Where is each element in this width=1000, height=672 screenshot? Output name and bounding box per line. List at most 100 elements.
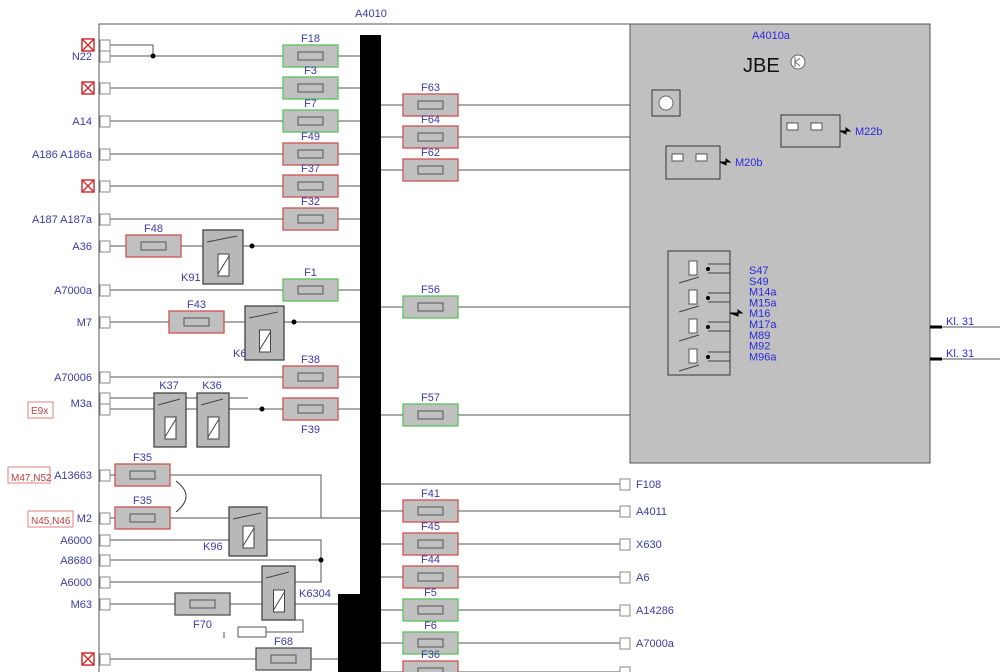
fuse-f44[interactable]: F44 <box>402 554 459 589</box>
connector-pin[interactable] <box>99 82 111 95</box>
reference-tag-label: M47,N52 <box>11 473 52 484</box>
relay-pair-0[interactable]: M22b <box>780 114 883 148</box>
connector-pin[interactable] <box>619 478 631 491</box>
connector-pin[interactable] <box>99 180 111 193</box>
fuse-f45[interactable]: F45 <box>402 521 459 556</box>
swap-arrow-icon <box>175 480 187 513</box>
fuse-f70[interactable]: F70 <box>174 592 231 631</box>
fuse-f5[interactable]: F5 <box>402 587 459 622</box>
fuse-f57[interactable]: F57 <box>402 392 459 427</box>
fuse-f48[interactable]: F48 <box>125 223 182 258</box>
left-connector-label[interactable]: A187 A187a <box>32 214 93 226</box>
wire <box>381 250 664 416</box>
connector-pin[interactable] <box>99 403 111 416</box>
connector-pin[interactable] <box>99 598 111 611</box>
left-connector-label[interactable]: A7000a <box>54 285 93 297</box>
relay-block[interactable] <box>667 250 744 376</box>
fuse-f35[interactable]: F35 <box>114 452 171 487</box>
connector-pin[interactable] <box>619 637 631 650</box>
transistor-driver[interactable] <box>651 89 681 117</box>
fuse-f32[interactable]: F32 <box>282 196 339 231</box>
connector-pin[interactable] <box>99 371 111 384</box>
connector-pin[interactable] <box>619 571 631 584</box>
left-connector-label[interactable]: M3a <box>71 398 93 410</box>
relay-k37[interactable]: K37 <box>153 380 187 448</box>
reference-tag[interactable] <box>27 401 54 419</box>
connector-pin[interactable] <box>99 576 111 589</box>
relay-k96[interactable]: K96 <box>203 506 268 557</box>
left-connector-label[interactable]: A8680 <box>60 555 92 567</box>
left-connector-label[interactable]: A14 <box>72 116 92 128</box>
connector-pin[interactable] <box>99 653 111 666</box>
jbe-output-label: M15a <box>749 297 777 309</box>
fuse-f1[interactable]: F1 <box>282 267 339 302</box>
connector-pin[interactable] <box>99 39 111 52</box>
left-connector-label[interactable]: A36 <box>72 241 92 253</box>
transistor-icon <box>790 54 806 70</box>
relay-k36[interactable]: K36 <box>196 380 230 448</box>
connector-pin[interactable] <box>619 666 631 672</box>
connector-pin[interactable] <box>99 240 111 253</box>
fuse-f41[interactable]: F41 <box>402 488 459 523</box>
fuse-f37[interactable]: F37 <box>282 163 339 198</box>
fuse-f64[interactable]: F64 <box>402 114 459 149</box>
relay-k91[interactable]: K91 <box>181 229 244 285</box>
fuse-label: F62 <box>421 147 440 159</box>
left-connector-label[interactable]: A70006 <box>54 372 92 384</box>
connector-pin[interactable] <box>619 538 631 551</box>
fuse-f7[interactable]: F7 <box>282 98 339 133</box>
fuse-f68[interactable]: F68 <box>255 636 312 671</box>
left-connector-label[interactable]: A13663 <box>54 470 92 482</box>
fuse-f18[interactable]: F18 <box>282 33 339 68</box>
fuse-f36[interactable]: F36 <box>402 649 459 672</box>
left-connector-label[interactable]: A6000 <box>60 577 92 589</box>
connector-pin[interactable] <box>99 148 111 161</box>
connector-pin[interactable] <box>619 505 631 518</box>
fuse-f62[interactable]: F62 <box>402 147 459 182</box>
connector-pin[interactable] <box>99 213 111 226</box>
connector-pin[interactable] <box>99 469 111 482</box>
right-connector-label[interactable]: A7000a <box>636 638 675 650</box>
fuse-label: F1 <box>304 267 317 279</box>
wire <box>110 44 154 56</box>
connector-pin[interactable] <box>99 284 111 297</box>
fuse-f35[interactable]: F35 <box>114 495 171 530</box>
fuse-f43[interactable]: F43 <box>168 299 225 334</box>
fuse-f39[interactable]: F39 <box>282 397 339 436</box>
connector-pin[interactable] <box>99 534 111 547</box>
left-connector-label[interactable]: A186 A186a <box>32 149 93 161</box>
fuse-label: F39 <box>301 424 320 436</box>
left-connector-label[interactable]: M63 <box>71 599 92 611</box>
right-connector-label[interactable]: X630 <box>636 539 662 551</box>
left-connector-label[interactable]: M2 <box>77 513 92 525</box>
connector-pin[interactable] <box>99 392 111 405</box>
connector-pin[interactable] <box>99 115 111 128</box>
fuse-f63[interactable]: F63 <box>402 82 459 117</box>
left-connector-label[interactable]: M7 <box>77 317 92 329</box>
jbe-output-label: M22b <box>855 126 883 138</box>
reference-tag[interactable] <box>27 510 74 528</box>
left-connector-label[interactable]: A6000 <box>60 535 92 547</box>
left-connector-label[interactable]: N22 <box>72 51 92 63</box>
relay-k6304[interactable]: K6304 <box>261 565 331 621</box>
ground-label: Kl. 31 <box>946 348 974 360</box>
right-connector-label[interactable]: A14286 <box>636 605 674 617</box>
right-connector-label[interactable]: A6 <box>636 572 649 584</box>
connector-pin[interactable] <box>99 316 111 329</box>
connector-pin[interactable] <box>99 50 111 63</box>
fuse-label: F43 <box>187 299 206 311</box>
relay-pair-1[interactable]: M20b <box>665 145 763 180</box>
reference-tag[interactable] <box>7 466 51 484</box>
connector-pin[interactable] <box>619 604 631 617</box>
right-connector-label[interactable]: A4011 <box>636 506 667 518</box>
right-connector-label[interactable]: F108 <box>636 479 661 491</box>
fuse-f49[interactable]: F49 <box>282 131 339 166</box>
connector-pin[interactable] <box>99 554 111 567</box>
fuse-f56[interactable]: F56 <box>402 284 459 319</box>
connector-pin[interactable] <box>99 512 111 525</box>
fuse-f6[interactable]: F6 <box>402 620 459 655</box>
jbe-output-label: M89 <box>749 330 770 342</box>
fuse-f38[interactable]: F38 <box>282 354 339 389</box>
fuse-f3[interactable]: F3 <box>282 65 339 100</box>
relay-k6[interactable]: K6 <box>233 305 285 361</box>
